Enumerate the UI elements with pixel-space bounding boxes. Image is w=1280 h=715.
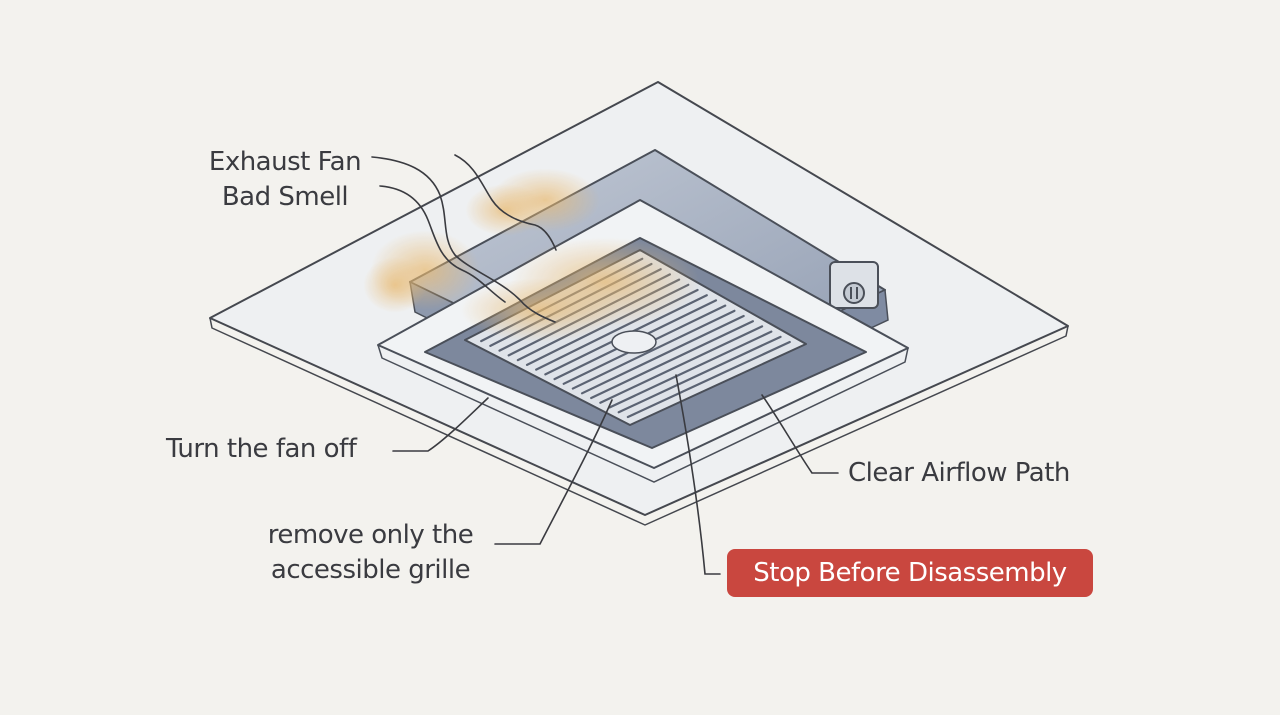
grille-slat xyxy=(608,330,773,409)
title-line-1: Exhaust Fan xyxy=(208,147,362,177)
title-line-2: Bad Smell xyxy=(221,182,349,212)
stop-badge-text: Stop Before Disassembly xyxy=(753,558,1067,588)
motor-plug-icon xyxy=(829,261,879,309)
odor-cloud xyxy=(363,168,700,342)
grille-frame-edge xyxy=(377,344,909,483)
ceiling-panel-edge xyxy=(209,317,1069,526)
leader-stop xyxy=(675,374,721,575)
turn-off-label: Turn the fan off xyxy=(166,434,357,464)
grille-slat xyxy=(617,335,782,414)
grille-slat xyxy=(580,314,745,395)
airflow-label: Clear Airflow Path xyxy=(848,458,1070,488)
grille-center-knob xyxy=(611,330,657,354)
title-label: Exhaust Fan Bad Smell xyxy=(190,145,380,215)
remove-grille-label: remove only the accessible grille xyxy=(248,518,493,588)
leader-lines xyxy=(392,374,839,575)
smell-lines xyxy=(371,154,557,323)
grille-slat xyxy=(599,325,764,404)
leader-remove xyxy=(494,399,613,545)
grille-slat xyxy=(590,320,754,400)
grille-slat xyxy=(626,340,791,419)
remove-line-2: accessible grille xyxy=(270,555,471,585)
grille-slat xyxy=(571,309,736,390)
leader-airflow xyxy=(761,394,839,474)
leader-turn-off xyxy=(392,397,489,452)
stop-badge: Stop Before Disassembly xyxy=(727,549,1093,597)
remove-line-1: remove only the xyxy=(267,520,474,550)
